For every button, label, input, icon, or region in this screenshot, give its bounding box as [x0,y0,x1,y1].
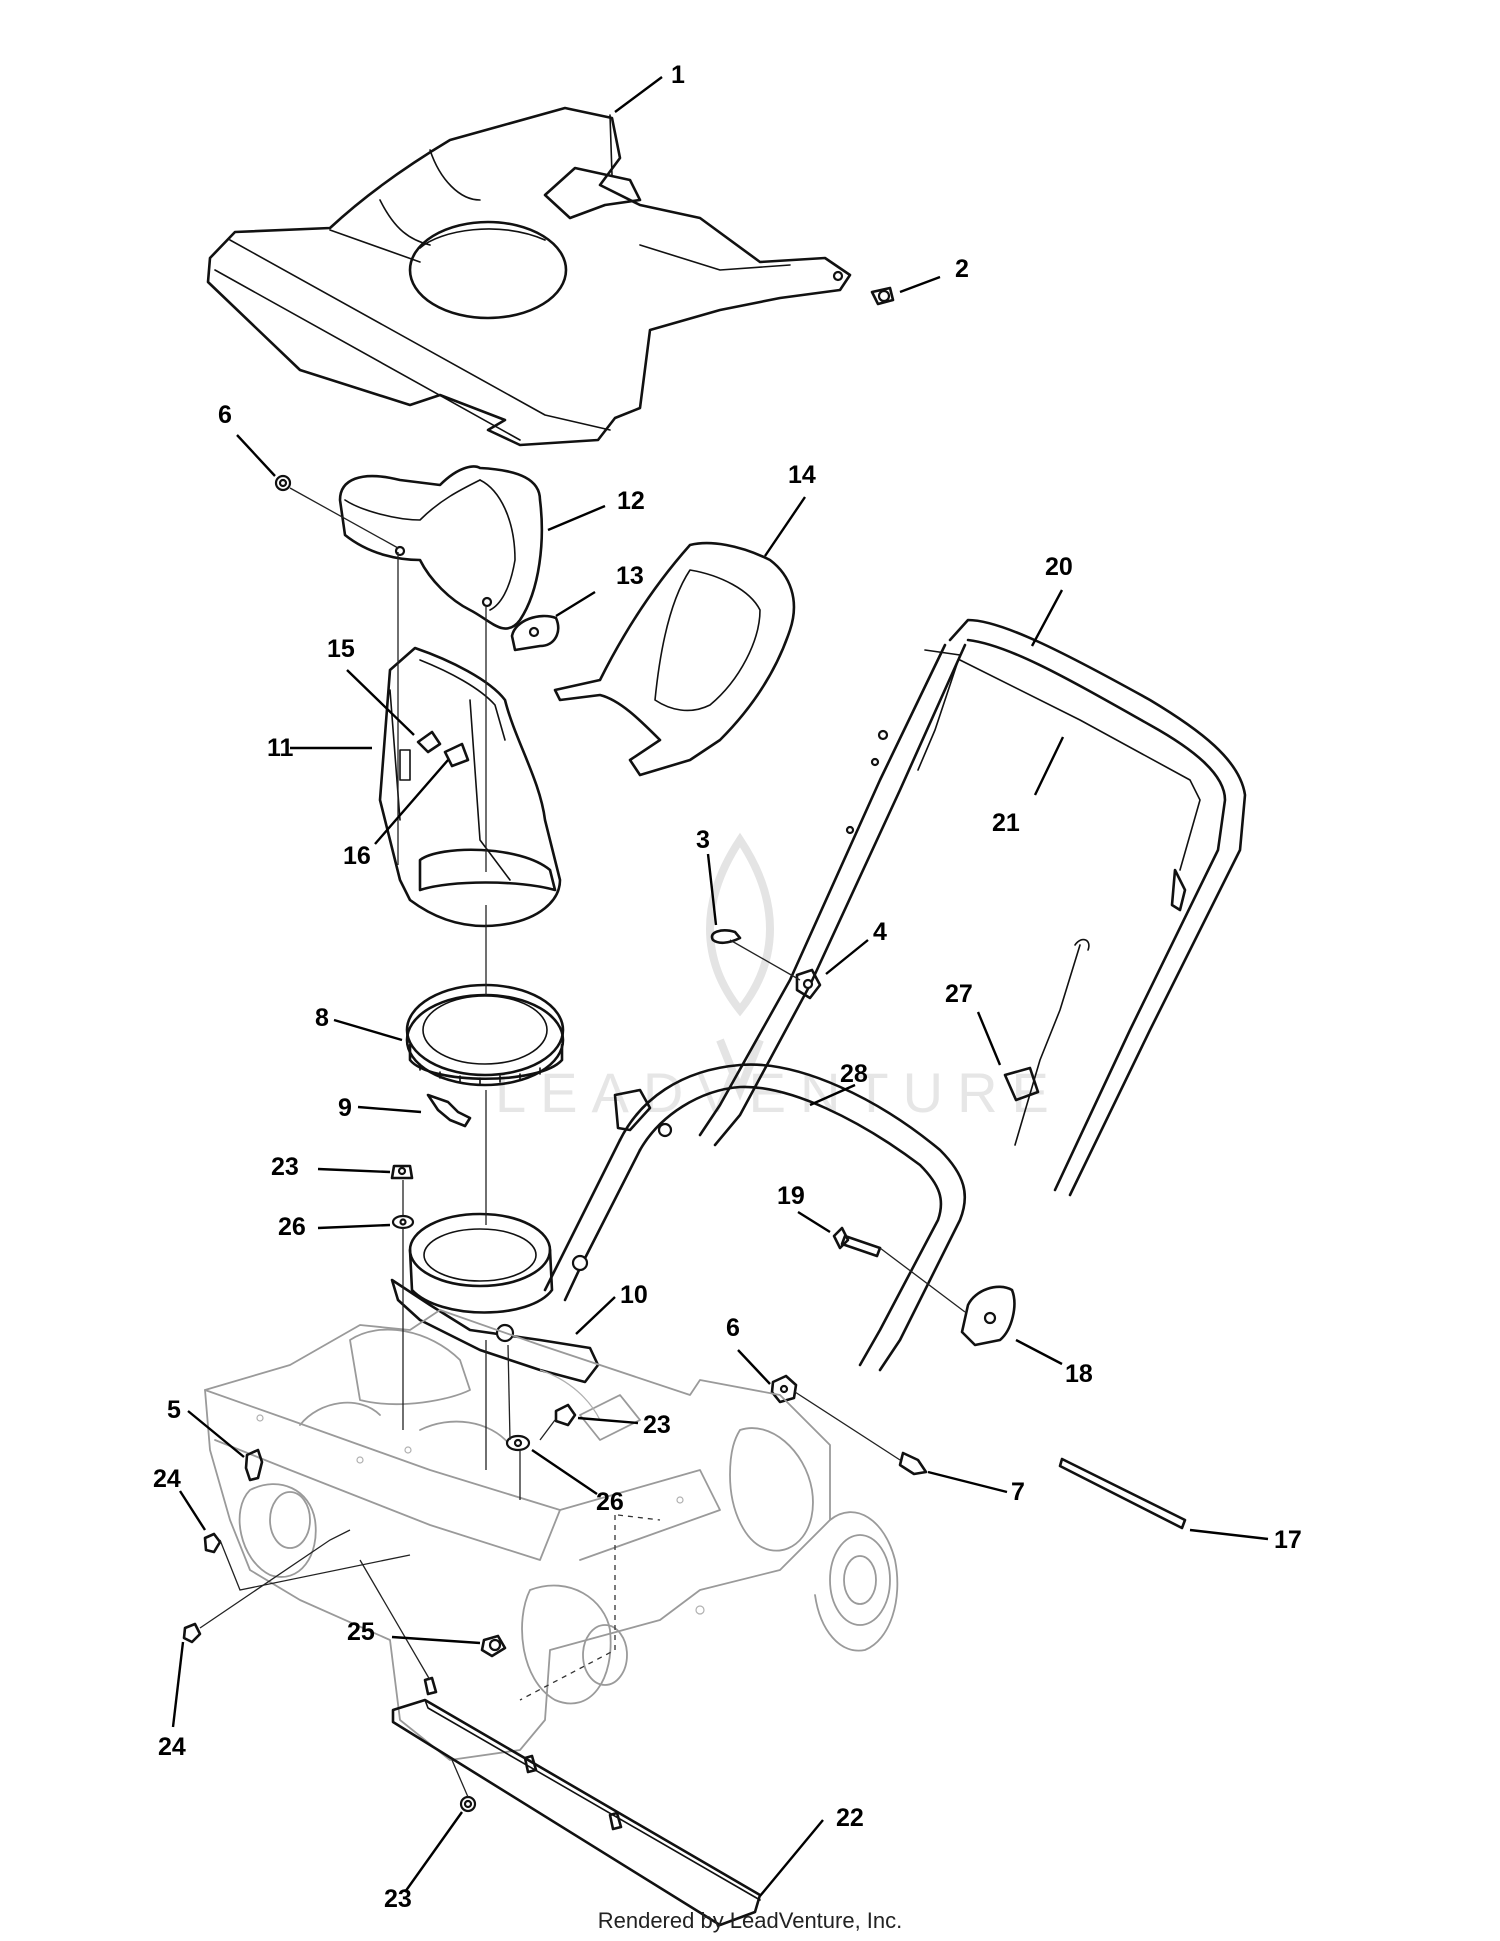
part-24-bolt-lower [182,1622,202,1644]
callout-leaders [171,76,1269,1897]
callout-23-bottom: 23 [384,1885,412,1913]
part-4-nut [795,968,822,1000]
callout-19: 19 [777,1182,805,1210]
callout-7: 7 [1011,1478,1025,1506]
part-12-chute-deflector [338,465,544,630]
callout-22: 22 [836,1804,864,1832]
callout-14: 14 [788,461,816,489]
callout-labels: 1 2 6 12 14 13 15 11 16 20 21 3 4 8 27 2… [153,61,1302,1913]
part-21-cable [959,659,1201,912]
part-26-washer [391,1214,415,1230]
callout-25: 25 [347,1618,375,1646]
part-1-shroud [206,106,852,447]
watermark-logo-icon [706,832,774,1101]
part-3-pin [710,929,742,945]
part-25-bolt [480,1634,507,1658]
callout-9: 9 [338,1094,352,1122]
part-14-chute-handle [553,541,796,777]
chute-opening [408,220,568,320]
callout-18: 18 [1065,1360,1093,1388]
callout-11: 11 [267,734,294,762]
callout-23-right: 23 [643,1411,671,1439]
callout-1: 1 [671,61,685,89]
part-5-bolt [244,1448,264,1482]
callout-6-lower: 6 [726,1314,740,1342]
watermark: LEADVENTURE [495,832,1063,1124]
callout-6: 6 [218,401,232,429]
part-23-nut [390,1164,414,1180]
callout-8: 8 [315,1004,329,1032]
callout-24-lower: 24 [158,1733,186,1761]
callout-13: 13 [616,562,644,590]
housing-ghost [204,1309,899,1761]
part-7-bolt [898,1451,928,1476]
part-6-nut-lower [770,1374,798,1404]
part-23-nut-bottom [459,1795,477,1813]
callout-28: 28 [840,1060,868,1088]
callout-23: 23 [271,1153,299,1181]
part-23-nut-right [554,1403,577,1427]
callout-21: 21 [992,809,1020,837]
watermark-text: LEADVENTURE [495,1061,1063,1124]
part-8-chute-ring [405,983,565,1087]
callout-26: 26 [278,1213,306,1241]
part-22-scraper-bar [391,1676,762,1927]
callout-16: 16 [343,842,371,870]
part-19-bolt [832,1226,882,1258]
callout-24-upper: 24 [153,1465,181,1493]
part-10-chute-base [390,1212,600,1384]
callout-12: 12 [617,487,645,515]
part-26-washer-right [505,1434,531,1452]
part-13-knob [510,614,560,652]
part-17-rod [1058,1457,1187,1530]
callout-17: 17 [1274,1526,1302,1554]
callout-2: 2 [955,255,969,283]
part-18-knob [960,1285,1016,1347]
part-6-nut [274,474,292,492]
callout-4: 4 [873,918,887,946]
assembly-guide-lines [199,487,966,1798]
callout-26-right: 26 [596,1488,624,1516]
part-24-bolt-upper [203,1532,222,1554]
callout-10: 10 [620,1281,648,1309]
callout-20: 20 [1045,553,1073,581]
callout-5: 5 [167,1396,181,1424]
part-9-clip [426,1093,472,1128]
part-28-lower-handle [543,729,967,1372]
callout-27: 27 [945,980,973,1008]
part-2-screw [870,286,895,306]
callout-3: 3 [696,826,710,854]
callout-15: 15 [327,635,355,663]
part-27-control-rod [1003,938,1090,1146]
part-11-chute [378,646,562,928]
footer-credit: Rendered by LeadVenture, Inc. [598,1908,903,1933]
